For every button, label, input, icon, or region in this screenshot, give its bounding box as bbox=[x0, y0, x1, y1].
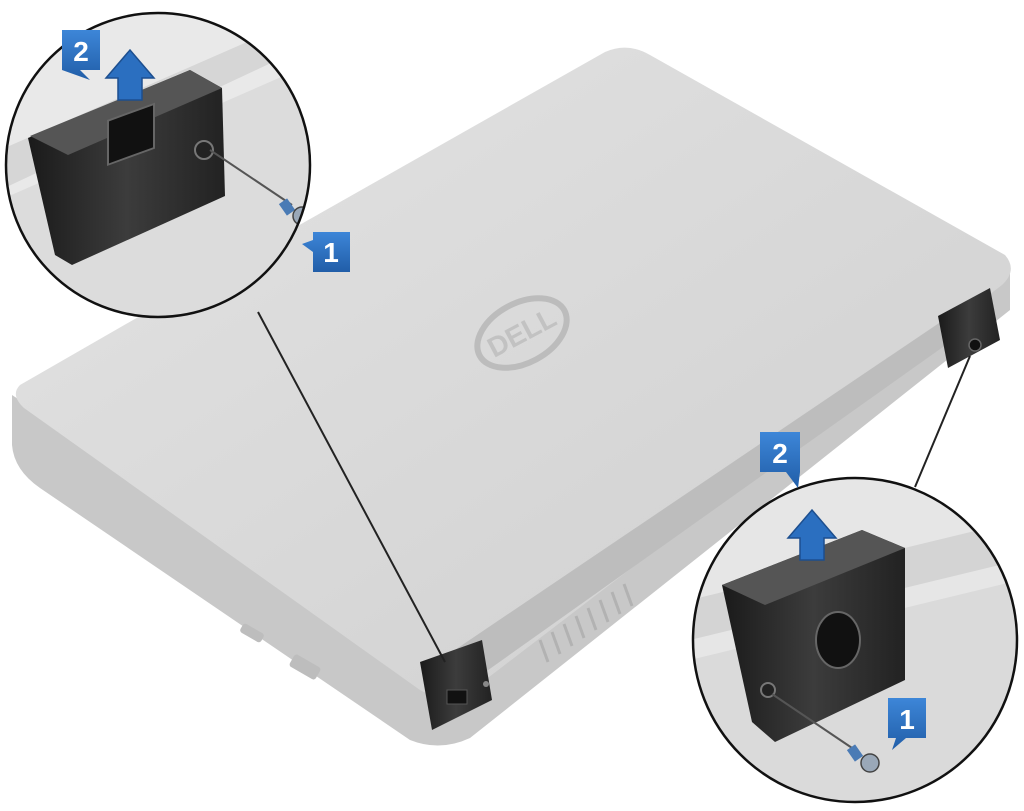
left-hinge-cap bbox=[420, 640, 492, 730]
dc-power-port-icon bbox=[968, 338, 982, 352]
leader-line bbox=[257, 311, 446, 663]
right-hinge-cap bbox=[938, 288, 1000, 368]
laptop-base-side bbox=[12, 270, 1010, 746]
step-badge: 1 bbox=[888, 698, 926, 750]
step-badge: 1 bbox=[302, 232, 350, 272]
zoom-inset-right bbox=[691, 476, 1019, 804]
laptop-lid bbox=[15, 47, 1011, 699]
side-port bbox=[240, 623, 264, 643]
dc-power-port-icon bbox=[815, 611, 861, 669]
side-port bbox=[289, 654, 321, 680]
step-badge-label: 2 bbox=[772, 438, 788, 469]
screw-icon bbox=[483, 681, 489, 687]
step-badge-label: 1 bbox=[899, 704, 915, 735]
screw-hole bbox=[760, 682, 776, 698]
screw-icon bbox=[846, 744, 880, 773]
screw-hole bbox=[194, 140, 214, 160]
hinge-strip bbox=[440, 292, 995, 690]
ethernet-port-icon bbox=[107, 102, 155, 167]
rear-vents bbox=[538, 583, 634, 663]
step-badge-label: 2 bbox=[73, 36, 89, 67]
zoom-inset-left bbox=[4, 11, 312, 319]
step-badge-label: 1 bbox=[323, 237, 339, 268]
up-arrow-icon bbox=[786, 508, 838, 561]
laptop-chassis: DELL bbox=[12, 47, 1011, 746]
ethernet-port-icon bbox=[446, 689, 468, 705]
leader-line bbox=[914, 355, 971, 488]
step-badge: 2 bbox=[62, 30, 100, 80]
up-arrow-icon bbox=[104, 48, 156, 101]
step-badge: 2 bbox=[760, 432, 800, 488]
